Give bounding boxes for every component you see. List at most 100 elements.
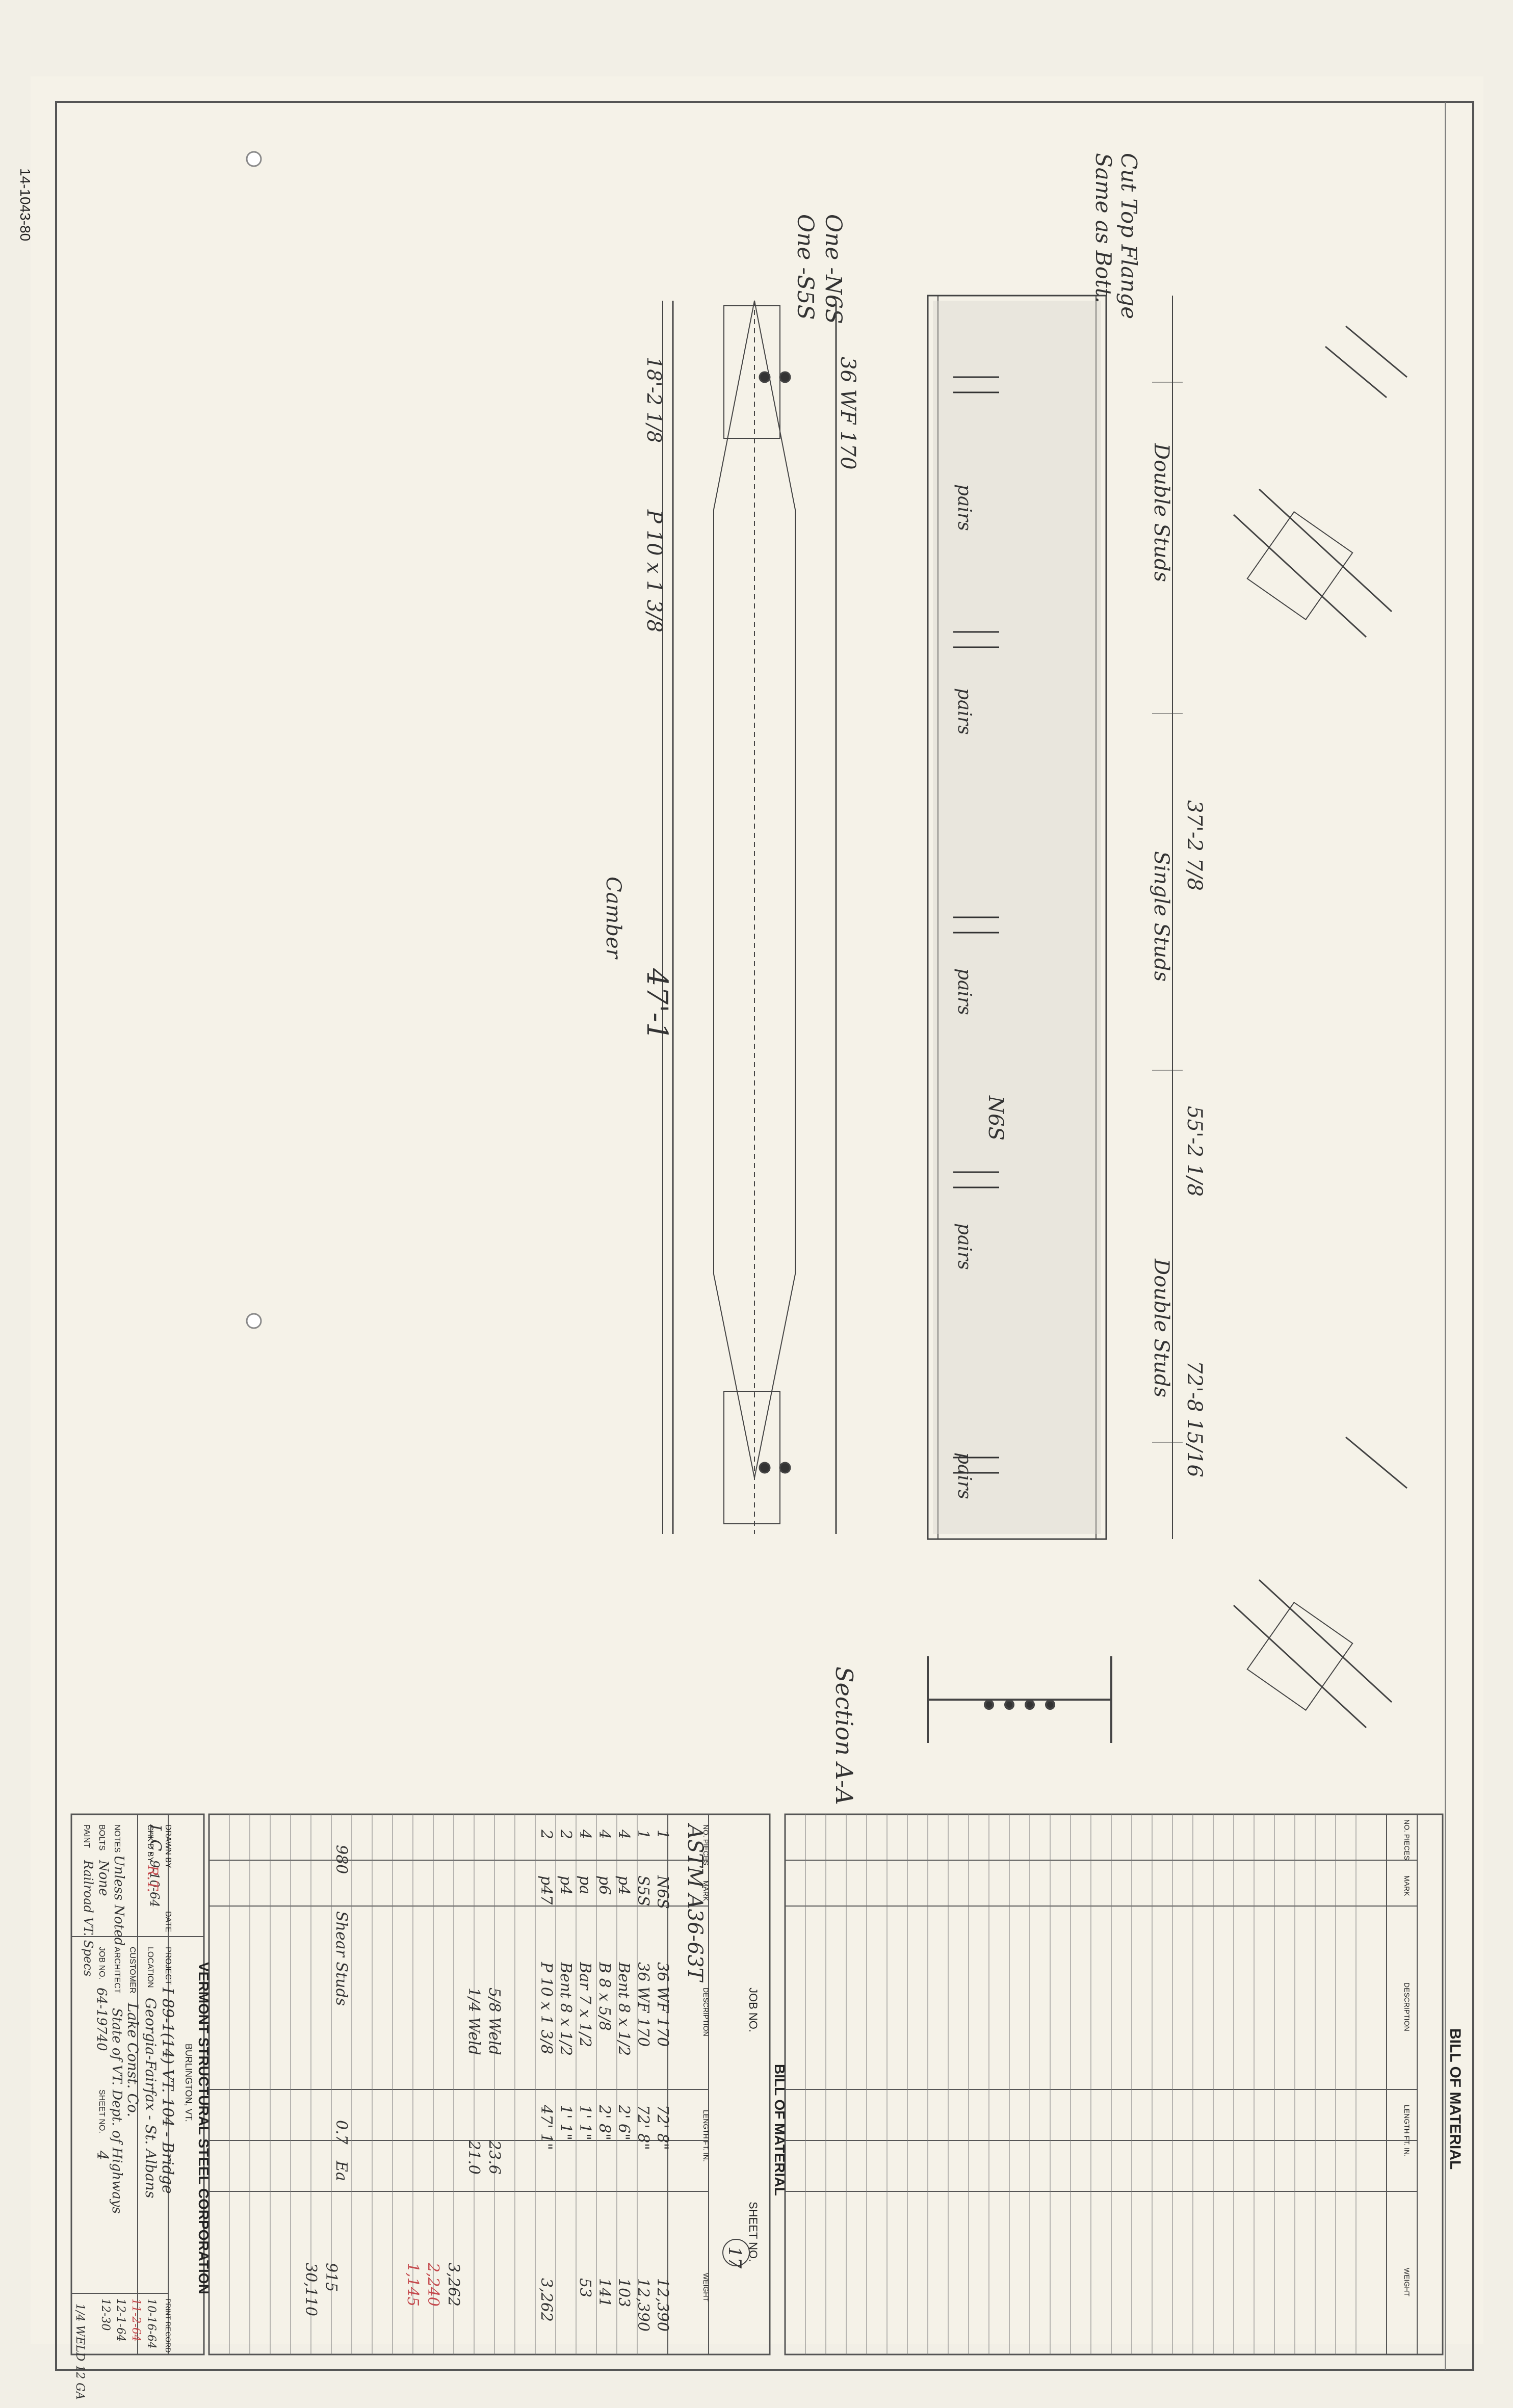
architect-label: ARCHITECT xyxy=(113,1947,121,1994)
sheet-border xyxy=(55,101,1474,2371)
weld-label: 5/8 Weld xyxy=(485,1988,503,2055)
bolts-label: BOLTS xyxy=(97,1824,106,1850)
customer-label: CUSTOMER xyxy=(128,1947,137,1993)
studs-double-1: Double Studs xyxy=(1150,443,1173,582)
pairs-label-1: pairs xyxy=(954,484,975,531)
bom-row-mark: p4 xyxy=(557,1875,575,1895)
location-value: Georgia-Fairfax - St. Albans xyxy=(142,1998,159,2198)
punch-hole xyxy=(246,151,262,167)
filled-bom-job-label: JOB NO. xyxy=(747,1988,760,2032)
note-same-as-bott: Same as Bott. xyxy=(1091,153,1116,303)
bom-row-mark: p6 xyxy=(595,1875,613,1895)
print-record-entry: 11-2-64 xyxy=(129,2298,142,2342)
company-name: VERMONT STRUCTURAL STEEL CORPORATION xyxy=(196,1962,212,2294)
studs-double-2: Double Studs xyxy=(1150,1258,1173,1397)
blank-bom-header-mark: MARK xyxy=(1403,1875,1411,1896)
section-a-a xyxy=(927,1656,1112,1743)
total-value: 915 xyxy=(322,2263,340,2292)
notes-label: NOTES xyxy=(113,1824,121,1853)
filled-bom xyxy=(208,1813,771,2356)
filled-bom-header-description: DESCRIPTION xyxy=(702,1988,710,2036)
bolts-value: None xyxy=(96,1860,111,1896)
bom-row-mark: p47 xyxy=(537,1875,555,1905)
filled-bom-header-weight: WEIGHT xyxy=(702,2273,710,2301)
bom-row-mark: S5S xyxy=(634,1875,652,1906)
bom-row-description: Bent 8 x 1/2 xyxy=(615,1962,633,2056)
filled-bom-title: BILL OF MATERIAL xyxy=(772,2064,788,2196)
job-no-label: JOB NO. xyxy=(97,1947,106,1979)
bom-row-length: 2' 8" xyxy=(595,2104,613,2140)
punch-hole xyxy=(246,1313,262,1329)
paint-value: Railroad VT. Specs xyxy=(81,1860,95,1976)
bom-row-description: Bar 7 x 1/2 xyxy=(576,1962,594,2047)
filled-bom-header-mark: MARK xyxy=(702,1881,710,1901)
weld-label: 1/4 Weld xyxy=(465,1988,483,2055)
bom-row-length: 72' 8" xyxy=(654,2105,671,2150)
bom-row-pieces: 1 xyxy=(654,1830,671,1839)
note-cut-top-flange: Cut Top Flange xyxy=(1116,153,1141,319)
title-block xyxy=(70,1813,205,2356)
bom-row-description: B 8 x 5/8 xyxy=(595,1962,613,2031)
pairs-label-2: pairs xyxy=(954,688,975,735)
member-size: 36 WF 170 xyxy=(836,357,859,470)
end-detail-top xyxy=(1233,325,1407,638)
location-label: LOCATION xyxy=(146,1947,154,1988)
bom-row-weight: 12,390 xyxy=(654,2278,671,2332)
note-one-n6s: One -N6S xyxy=(820,214,846,324)
sheet-no-label: SHEET NO. xyxy=(97,2089,106,2133)
pairs-label-4: pairs xyxy=(954,1223,975,1270)
sheet-no-value: 4 xyxy=(93,2150,111,2160)
grand-total: 30,110 xyxy=(302,2263,320,2316)
bom-row-mark: p4 xyxy=(615,1875,633,1895)
drawn-by: L.C. xyxy=(146,1824,164,1856)
bom-row-length: 2' 6" xyxy=(615,2104,633,2140)
notes-value: Unless Noted xyxy=(111,1855,126,1946)
drawn-date: 9-10-64 xyxy=(147,1860,162,1908)
customer-value: Lake Const. Co. xyxy=(124,2002,141,2117)
bom-row-weight: 12,390 xyxy=(634,2278,652,2332)
bom-row-weight: 103 xyxy=(615,2278,633,2307)
project-value: I 89-1(14) VT. 104 - Bridge xyxy=(159,1987,176,2194)
pairs-label-5: pairs xyxy=(954,1452,975,1499)
plate-size: P 10 x 1 3/8 xyxy=(642,509,666,632)
print-record-label: PRINT RECORD xyxy=(164,2298,172,2352)
bom-row-description: Bent 8 x 1/2 xyxy=(557,1962,575,2056)
blank-bom-header-length: LENGTH FT. IN. xyxy=(1403,2105,1411,2157)
bom-row-length: 1' 1" xyxy=(557,2105,575,2140)
bom-row-mark: pa xyxy=(576,1875,594,1894)
blank-bom xyxy=(784,1813,1444,2356)
bom-row-description: P 10 x 1 3/8 xyxy=(537,1962,555,2054)
bom-row-description: 36 WF 170 xyxy=(634,1962,652,2047)
blank-bom-header-weight: WEIGHT xyxy=(1403,2268,1411,2296)
paint-label: PAINT xyxy=(82,1824,91,1848)
bom-row-length: 72' 8" xyxy=(634,2105,652,2150)
bom-row-length: 1' 1" xyxy=(576,2105,594,2140)
project-label: PROJECT xyxy=(164,1947,172,1985)
end-dim-left: 18'-2 1/8 xyxy=(643,357,665,443)
margin-code: 14-1043-80 xyxy=(17,168,33,241)
bom-row-pieces: 2 xyxy=(557,1829,575,1839)
print-record-entry: 12-1-64 xyxy=(114,2298,127,2342)
bom-row-weight: 141 xyxy=(595,2278,613,2307)
filled-bom-header-pieces: NO. PIECES xyxy=(702,1824,710,1865)
total-value: 2,240 xyxy=(424,2262,442,2307)
filled-bom-header-length: LENGTH FT. IN. xyxy=(702,2110,710,2162)
bom-row-mark: N6S xyxy=(654,1875,671,1909)
bom-row-weight: 3,262 xyxy=(537,2278,555,2322)
section-label: Section A-A xyxy=(830,1666,858,1805)
weld-stamp: 1/4 WELD 12 GA xyxy=(73,2304,86,2400)
studs-single: Single Studs xyxy=(1150,851,1173,982)
bom-row-pieces: 1 xyxy=(634,1830,652,1839)
weld-value: 23.6 xyxy=(485,2140,503,2175)
dim-1: 37'-2 7/8 xyxy=(1183,800,1206,891)
dim-3: 72'-8 15/16 xyxy=(1183,1361,1206,1477)
bom-row-description: 36 WF 170 xyxy=(654,1962,671,2047)
total-value: 3,262 xyxy=(445,2263,462,2307)
overall-length: 47'-1 xyxy=(640,968,673,1040)
camber-label: Camber xyxy=(602,877,625,960)
print-record-entry: 12-30 xyxy=(99,2298,112,2331)
studs-unit: Ea xyxy=(332,2160,350,2181)
note-one-s5s: One -S5S xyxy=(792,214,818,320)
